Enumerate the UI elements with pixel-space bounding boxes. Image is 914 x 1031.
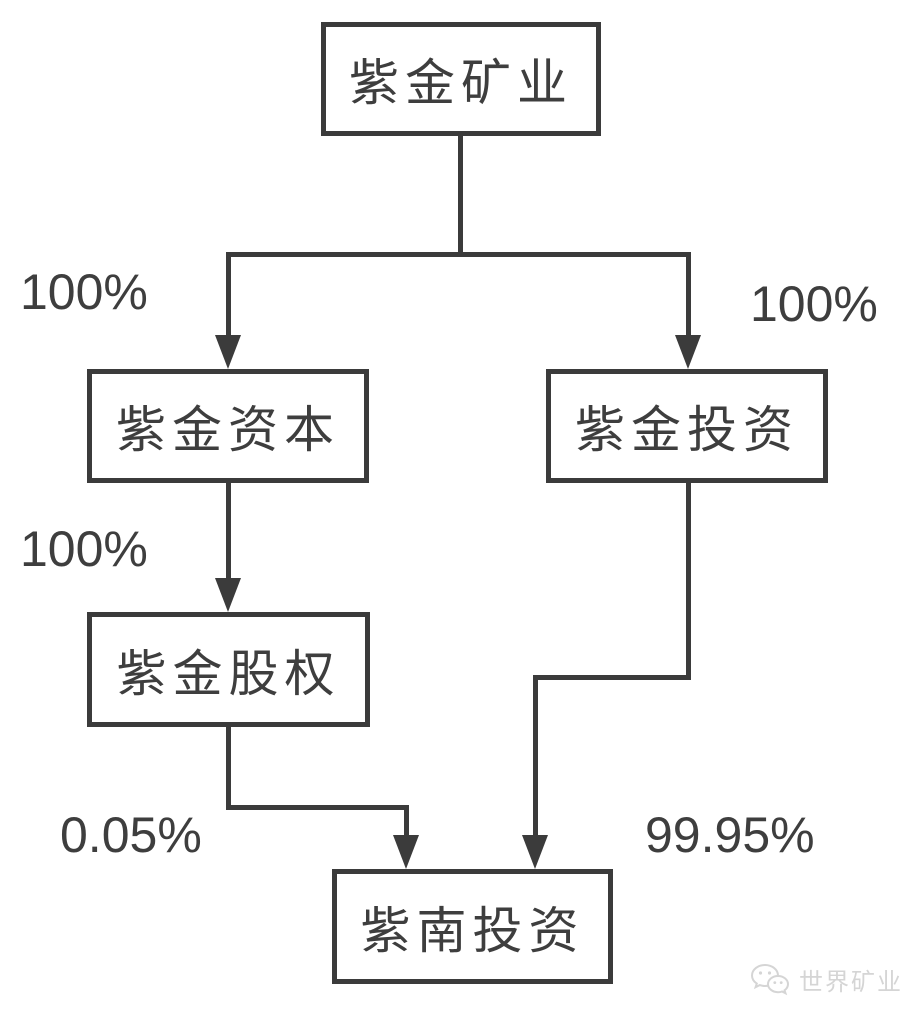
connector-parent-down <box>458 136 463 256</box>
node-zijin-equity-label: 紫金股权 <box>116 645 341 702</box>
node-zijin-mining-label: 紫金矿业 <box>349 55 573 111</box>
arrowhead-to-zinan-left-icon <box>393 835 419 869</box>
edge-label-capital-to-equity: 100% <box>20 521 148 577</box>
connector-to-capital <box>226 252 231 338</box>
node-zinan-investment: 紫南投资 <box>332 869 613 984</box>
watermark-text: 世界矿业 <box>799 969 903 996</box>
node-zinan-investment-label: 紫南投资 <box>360 902 585 959</box>
connector-equity-to-zinan <box>404 805 409 837</box>
connector-investment-down <box>686 483 691 680</box>
edge-label-investment-to-zinan: 99.95% <box>645 807 815 863</box>
node-zijin-investment: 紫金投资 <box>546 369 828 483</box>
node-zijin-investment-label: 紫金投资 <box>575 402 799 458</box>
connector-top-horizontal <box>226 252 691 257</box>
node-zijin-capital: 紫金资本 <box>87 369 369 483</box>
node-zijin-capital-label: 紫金资本 <box>116 402 340 458</box>
edge-label-parent-to-investment: 100% <box>750 276 878 332</box>
node-zijin-equity: 紫金股权 <box>87 612 370 727</box>
connector-equity-horizontal <box>226 805 409 810</box>
connector-to-investment <box>686 252 691 338</box>
connector-investment-to-zinan <box>533 675 538 837</box>
arrowhead-to-zinan-right-icon <box>522 835 548 869</box>
edge-label-parent-to-capital: 100% <box>20 264 148 320</box>
wechat-icon <box>750 963 790 997</box>
connector-capital-to-equity <box>226 483 231 580</box>
connector-investment-horizontal <box>533 675 691 680</box>
edge-label-equity-to-zinan: 0.05% <box>60 807 202 863</box>
connector-equity-down <box>226 726 231 810</box>
arrowhead-to-equity-icon <box>215 578 241 612</box>
arrowhead-to-capital-icon <box>215 335 241 369</box>
node-zijin-mining: 紫金矿业 <box>321 22 601 136</box>
arrowhead-to-investment-icon <box>675 335 701 369</box>
watermark: 世界矿业 <box>750 962 903 997</box>
